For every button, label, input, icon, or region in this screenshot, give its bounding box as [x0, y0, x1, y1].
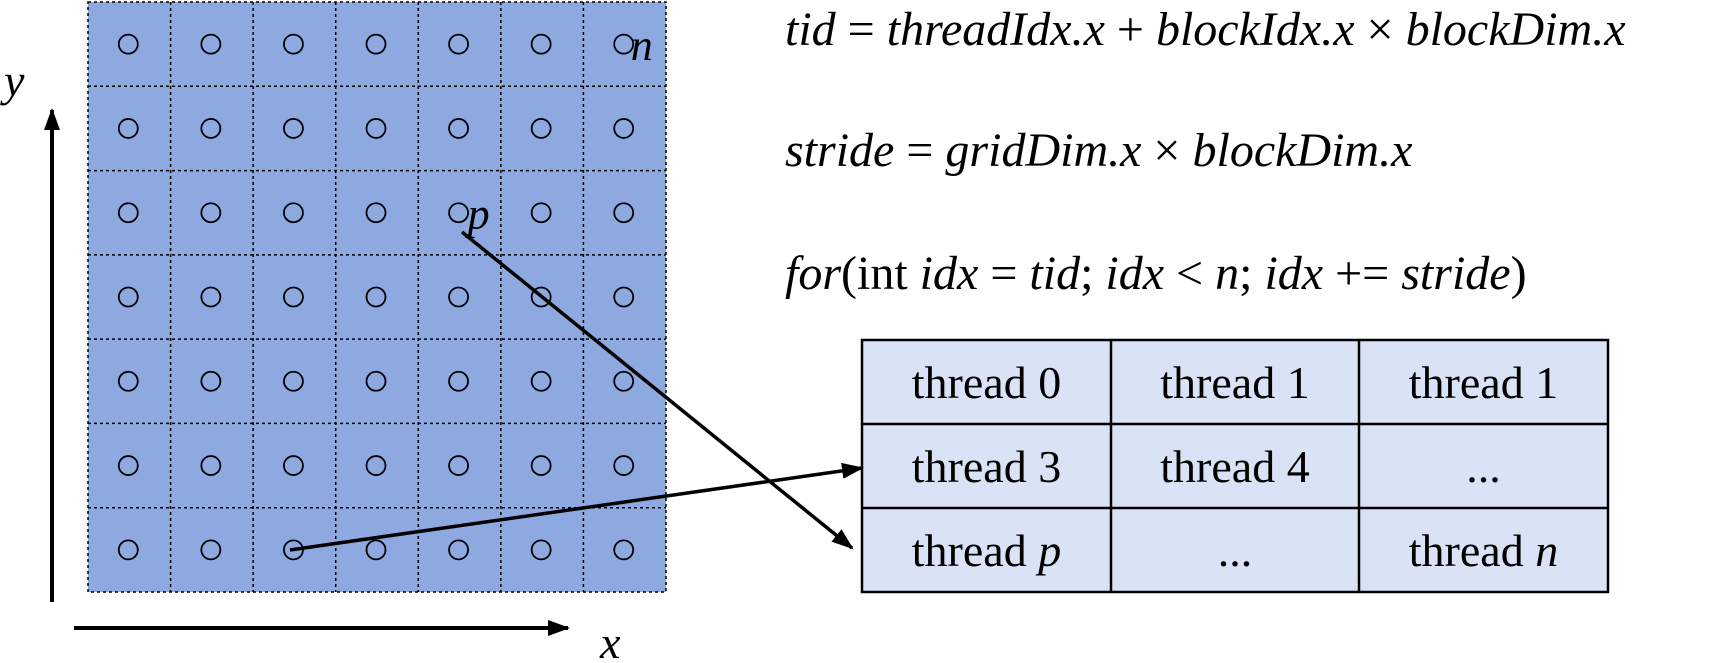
thread-circle-r3-c2 — [283, 286, 304, 308]
formula-tid-term1: threadIdx.x — [886, 3, 1105, 56]
formula-loop: for(int idx = tid; idx < n; idx += strid… — [785, 250, 1527, 298]
formula-stride-times: × — [1141, 124, 1193, 177]
thread-circle-r4-c4 — [448, 370, 469, 392]
table-cell-r1-c0: thread 3 — [912, 441, 1061, 492]
table-cell-r1-c1: thread 4 — [1160, 441, 1309, 492]
thread-circle-r1-c1 — [200, 118, 222, 139]
formula-stride-eq: = — [894, 124, 946, 177]
thread-circle-r4-c6 — [613, 370, 635, 392]
table-cell-r0-c0: thread 0 — [912, 357, 1061, 408]
table-cell-r2-c1: ... — [1218, 525, 1253, 576]
formula-stride: stride = gridDim.x × blockDim.x — [785, 127, 1412, 175]
thread-circle-r1-c0 — [117, 118, 139, 139]
loop-stride: stride — [1401, 247, 1511, 300]
formula-stride-lhs: stride — [785, 124, 895, 177]
thread-circle-r3-c4 — [448, 286, 469, 308]
thread-table: thread 0 thread 1 thread 1 thread 3 thread 4… — [860, 338, 1610, 594]
thread-circle-r0-c3 — [365, 33, 387, 55]
thread-circle-r5-c4 — [448, 455, 469, 476]
table-cell-r0-c1: thread 1 — [1160, 357, 1309, 408]
thread-circle-r6-c6 — [613, 539, 635, 561]
thread-circle-r0-c6 — [613, 33, 635, 55]
loop-sep2: ; — [1239, 247, 1265, 300]
loop-var3: idx — [1264, 247, 1324, 300]
thread-circle-r5-c6 — [613, 455, 635, 476]
thread-circle-r0-c4 — [448, 33, 469, 55]
formula-tid-plus: + — [1104, 3, 1156, 56]
thread-circle-r2-c3 — [365, 202, 387, 224]
thread-circle-r2-c5 — [530, 202, 552, 224]
marker-p: p — [465, 190, 490, 239]
thread-circle-r4-c5 — [530, 370, 552, 392]
thread-grid: np — [87, 1, 667, 593]
y-axis-label: y — [0, 55, 25, 106]
table-cell-r2-c2: thread n — [1409, 525, 1558, 576]
thread-circle-r4-c0 — [117, 370, 139, 392]
thread-circle-r2-c2 — [283, 202, 304, 224]
thread-circle-r1-c6 — [613, 118, 635, 139]
thread-circle-r4-c1 — [200, 370, 222, 392]
formula-tid-term3: blockDim.x — [1405, 3, 1626, 56]
thread-circle-r3-c5 — [530, 286, 552, 308]
thread-circle-r0-c5 — [530, 33, 552, 55]
thread-circle-r2-c0 — [117, 202, 139, 224]
thread-table-frame — [860, 338, 1610, 594]
loop-close: ) — [1510, 247, 1527, 300]
thread-circle-r4-c3 — [365, 370, 387, 392]
loop-lt: < — [1164, 247, 1216, 300]
loop-keyword: for — [785, 247, 842, 300]
loop-open: (int — [841, 247, 920, 300]
thread-circle-r1-c3 — [365, 118, 387, 139]
formula-tid-eq: = — [835, 3, 887, 56]
loop-sep1: ; — [1080, 247, 1106, 300]
thread-circle-r6-c0 — [117, 539, 139, 561]
table-cell-r1-c2: ... — [1466, 441, 1501, 492]
mapping-arrow-p — [460, 230, 854, 550]
formula-tid-lhs: tid — [785, 3, 836, 56]
loop-eq: = — [978, 247, 1030, 300]
thread-circle-r6-c5 — [530, 539, 552, 561]
loop-var2: idx — [1105, 247, 1165, 300]
thread-circle-r1-c2 — [283, 118, 304, 139]
thread-circle-r3-c3 — [365, 286, 387, 308]
grid-background — [87, 1, 667, 593]
thread-circle-r2-c6 — [613, 202, 635, 224]
formula-tid: tid = threadIdx.x + blockIdx.x × blockDi… — [785, 6, 1626, 54]
table-cell-r2-c0: thread p — [912, 525, 1061, 576]
thread-circle-r3-c6 — [613, 286, 635, 308]
thread-circle-r3-c1 — [200, 286, 222, 308]
loop-plus-eq: += — [1323, 247, 1402, 300]
thread-circle-r1-c4 — [448, 118, 469, 139]
mapping-arrow-row6-col2 — [289, 462, 864, 552]
thread-circle-r6-c4 — [448, 539, 469, 561]
thread-circle-r0-c1 — [200, 33, 222, 55]
loop-tid: tid — [1029, 247, 1081, 300]
thread-circle-r5-c1 — [200, 455, 222, 476]
thread-circle-r5-c5 — [530, 455, 552, 476]
thread-circle-r2-c4 — [448, 202, 469, 224]
thread-circle-r6-c1 — [200, 539, 222, 561]
thread-circle-r5-c3 — [365, 455, 387, 476]
x-axis-label: x — [599, 617, 621, 663]
formula-tid-times: × — [1354, 3, 1406, 56]
thread-circle-r4-c2 — [283, 370, 304, 392]
thread-circle-r0-c0 — [117, 33, 139, 55]
loop-n: n — [1215, 247, 1240, 300]
thread-circle-r6-c3 — [365, 539, 387, 561]
marker-n: n — [631, 21, 653, 70]
formula-stride-term2: blockDim.x — [1192, 124, 1413, 177]
thread-circle-r0-c2 — [283, 33, 304, 55]
thread-circle-r3-c0 — [117, 286, 139, 308]
thread-circle-r5-c2 — [283, 455, 304, 476]
thread-circle-r1-c5 — [530, 118, 552, 139]
formula-stride-term1: gridDim.x — [945, 124, 1142, 177]
thread-circle-r5-c0 — [117, 455, 139, 476]
table-cell-r0-c2: thread 1 — [1409, 357, 1558, 408]
loop-var1: idx — [919, 247, 979, 300]
formula-tid-term2: blockIdx.x — [1155, 3, 1355, 56]
thread-circle-r2-c1 — [200, 202, 222, 224]
